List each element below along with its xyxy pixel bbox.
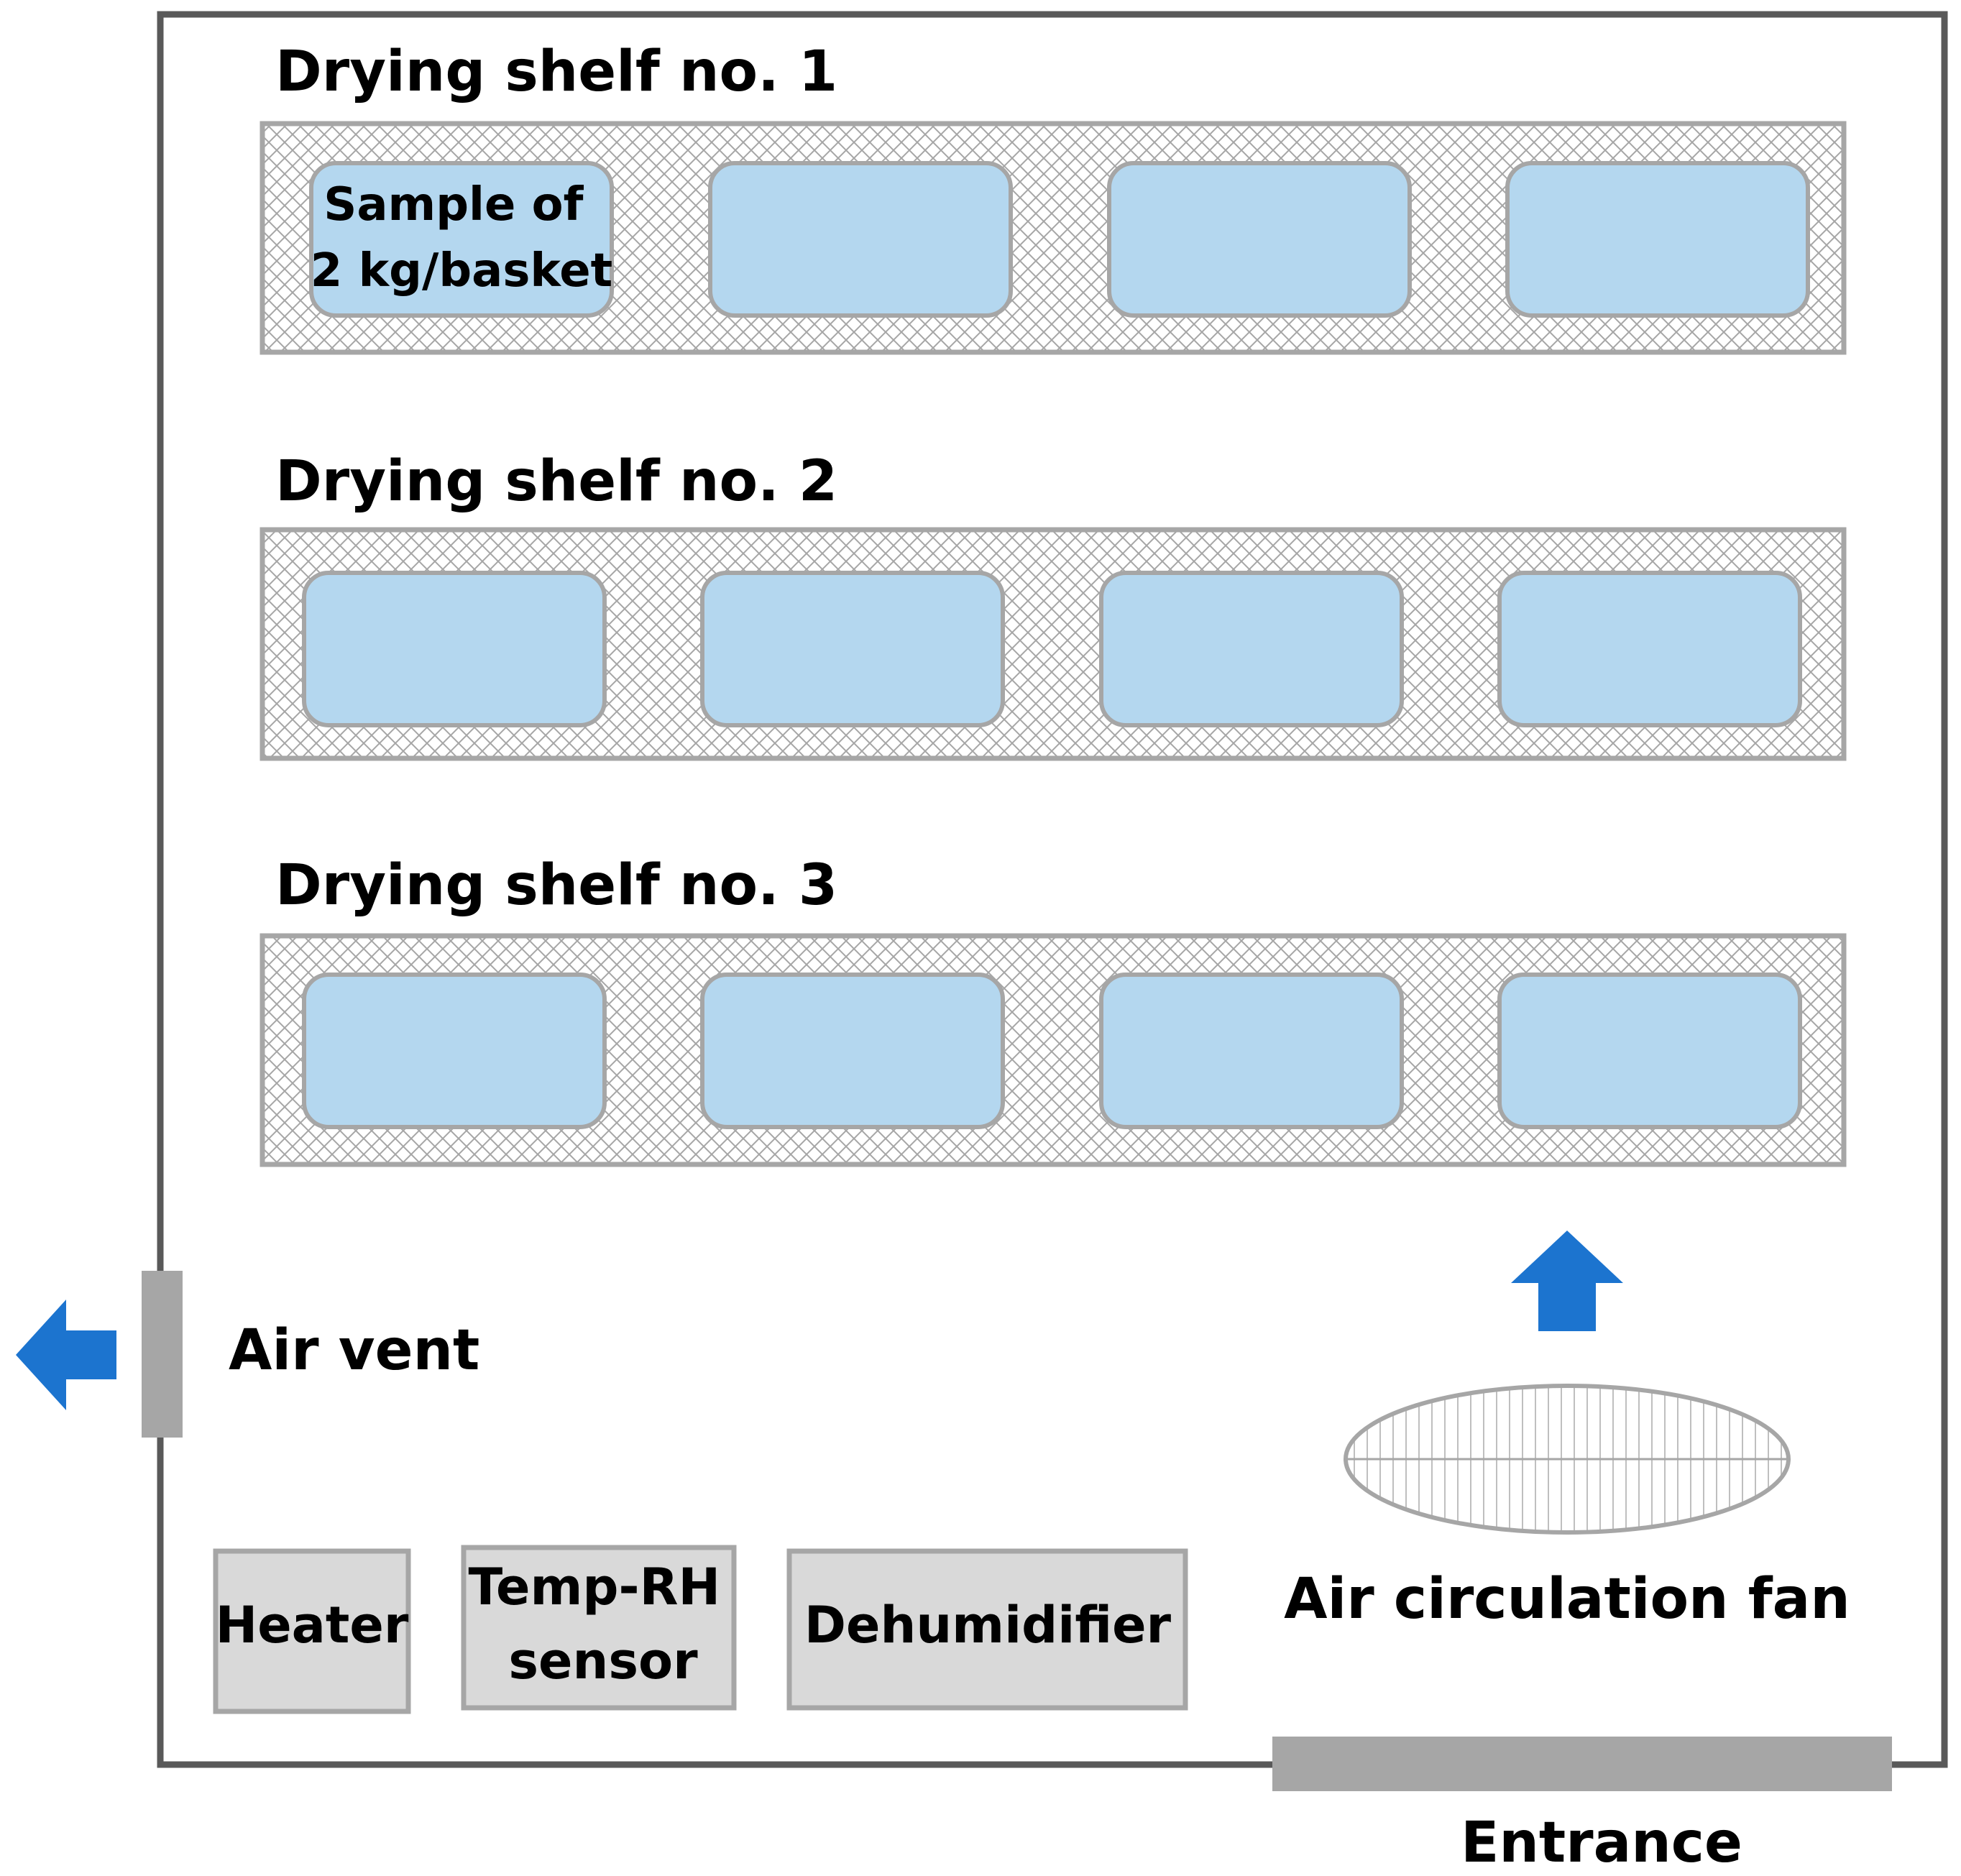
shelf-1-title: Drying shelf no. 1 <box>275 40 837 104</box>
fan-icon <box>1344 1384 1791 1535</box>
basket <box>302 571 607 727</box>
basket-label: Sample of 2 kg/basket <box>311 178 613 298</box>
airflow-up-arrow-icon <box>1511 1231 1623 1331</box>
shelf-3: Drying shelf no. 3 <box>260 853 1847 1167</box>
basket <box>700 571 1005 727</box>
air-out-arrow-icon <box>16 1300 116 1410</box>
temp-rh-sensor-label: Temp-RH sensor <box>469 1558 738 1691</box>
basket <box>708 161 1013 318</box>
basket-label-line2: 2 kg/basket <box>311 244 613 298</box>
basket <box>1497 973 1802 1129</box>
basket <box>1099 571 1404 727</box>
air-vent-label: Air vent <box>229 1318 479 1383</box>
entrance-door <box>1272 1737 1892 1791</box>
shelf-1: Drying shelf no. 1 Sample of 2 kg/basket <box>260 40 1847 355</box>
basket <box>1505 161 1810 318</box>
basket <box>302 973 607 1129</box>
basket <box>1099 973 1404 1129</box>
shelf-2-title: Drying shelf no. 2 <box>275 449 837 514</box>
basket <box>1107 161 1412 318</box>
dehumidifier-label: Dehumidifier <box>804 1596 1172 1655</box>
temp-rh-sensor-box <box>461 1545 737 1711</box>
fan-label: Air circulation fan <box>1284 1567 1850 1632</box>
room-walls <box>157 11 1948 1768</box>
heater-label: Heater <box>216 1596 409 1655</box>
shelf-2: Drying shelf no. 2 <box>260 449 1847 761</box>
heater-box <box>213 1548 411 1714</box>
basket <box>1497 571 1802 727</box>
dehumidifier-box <box>786 1548 1188 1711</box>
basket <box>309 161 614 318</box>
shelf-3-title: Drying shelf no. 3 <box>275 853 837 918</box>
sensor-label-line2: sensor <box>508 1632 698 1691</box>
sensor-label-line1: Temp-RH <box>469 1558 721 1617</box>
basket <box>700 973 1005 1129</box>
air-vent <box>142 1271 183 1438</box>
entrance-label: Entrance <box>1461 1811 1742 1875</box>
basket-label-line1: Sample of <box>323 178 584 231</box>
